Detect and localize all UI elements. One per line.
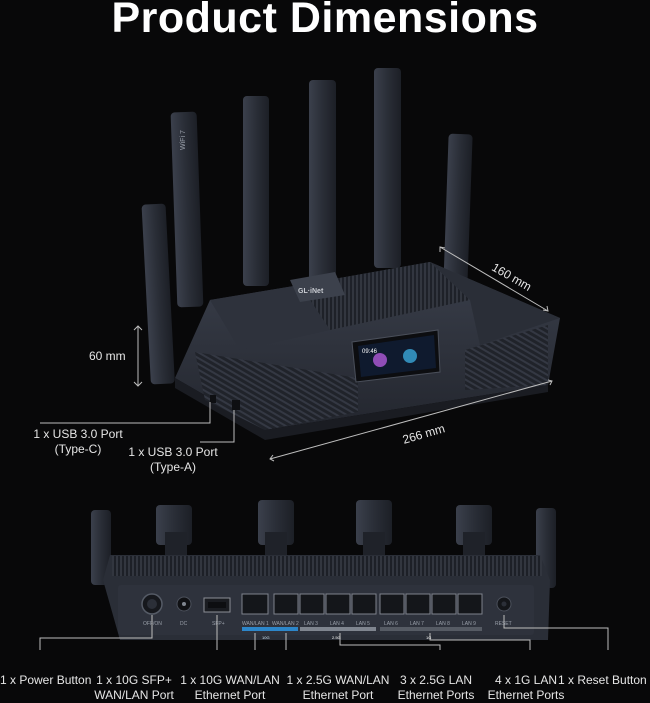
brand-logo: GL·iNet [298,288,324,295]
usb-c-port [210,395,216,403]
port-label-lan5: LAN 5 [356,621,370,627]
height-dimension: 60 mm [89,349,126,363]
port-label-lan8: LAN 8 [436,621,450,627]
port-label-lan6: LAN 6 [384,621,398,627]
group-tag-2-5g: 2.5G [332,635,341,640]
port-label-wan1: WAN/LAN 1 [242,621,269,627]
usb-a-port [232,400,240,410]
port-label-reset: RESET [495,621,512,627]
port-label-lan7: LAN 7 [410,621,424,627]
sfp-callout: 1 x 10G SFP+WAN/LAN Port [94,673,174,702]
page-title: Product Dimensions [111,0,539,42]
port-label-sfp: SFP+ [212,621,225,627]
port-label-lan3: LAN 3 [304,621,318,627]
port-label-lan4: LAN 4 [330,621,344,627]
port-label-wan2: WAN/LAN 2 [272,621,299,627]
port-label-lan9: LAN 9 [462,621,476,627]
antenna-wifi-text: WiFi 7 [180,130,187,150]
reset-button-callout: 1 x Reset Button [558,673,647,687]
port-label-power: OFF/ON [143,621,162,627]
usb-a-callout: 1 x USB 3.0 Port(Type-A) [128,445,218,474]
router-rear-illustration [91,500,556,640]
power-button-callout: 1 x Power Button [0,673,92,687]
group-tag-10g: 10G [262,635,270,640]
port-label-dc: DC [180,621,188,627]
screen-time: 09:46 [362,349,378,355]
usb-c-callout: 1 x USB 3.0 Port(Type-C) [33,427,123,456]
group-tag-1g: 1G [426,635,432,640]
antenna-group: WiFi 7 [141,68,473,385]
